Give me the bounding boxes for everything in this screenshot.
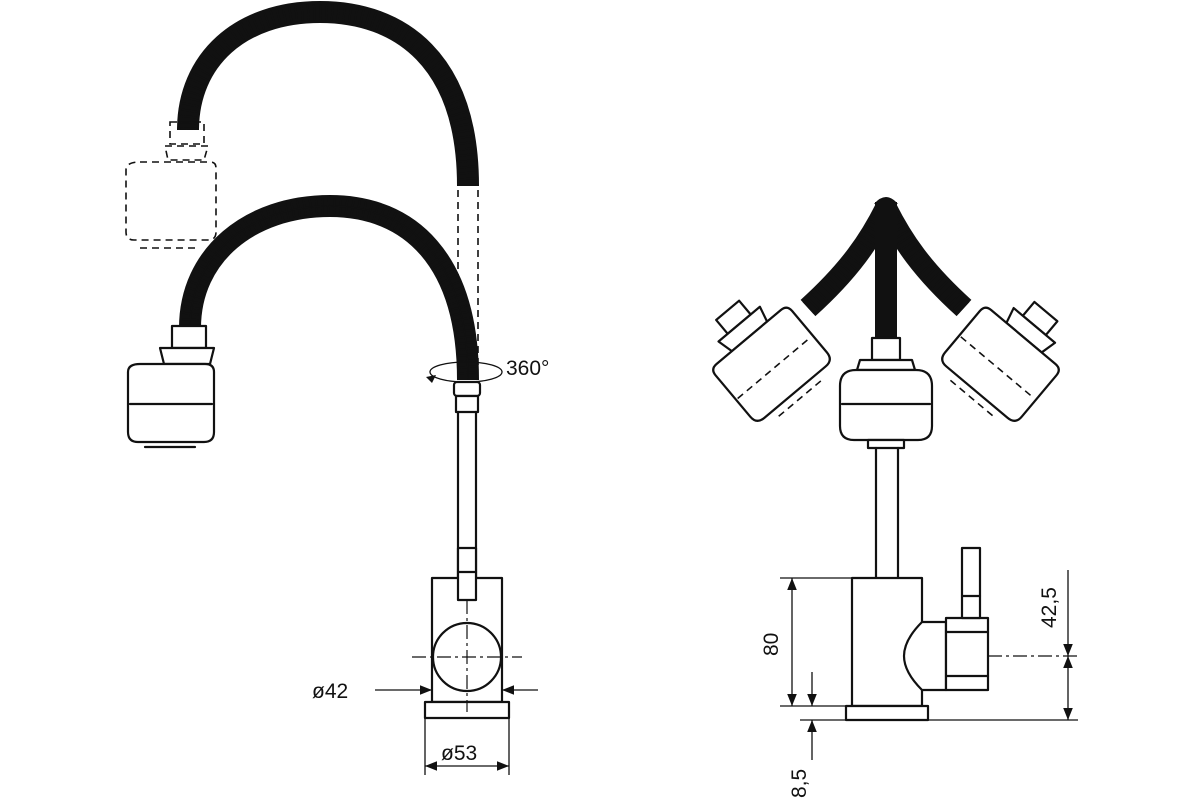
dimension-body-height: 80 [760,577,852,707]
side-view: 360° ø42 ø53 [125,0,549,775]
front-hoses [800,197,972,340]
rotation-label: 360° [506,357,549,380]
front-spout-tube [874,446,900,580]
front-view: 80 8,5 42,5 [712,197,1078,798]
dimension-flange-height: 8,5 [788,672,846,798]
dimension-handle-height: 42,5 [928,570,1078,721]
dimension-base-diameter: ø42 [312,680,538,703]
body-height-label: 80 [760,633,783,656]
sprayer-head [126,324,216,449]
flange-height-label: 8,5 [788,769,811,798]
front-head-center [838,336,934,450]
faucet-body-side [412,546,522,720]
faucet-body-front [844,546,1078,722]
lower-hose [179,194,479,381]
rotation-indicator: 360° [426,357,549,383]
base-diameter-label: ø42 [312,680,348,703]
handle-height-label: 42,5 [1038,587,1061,628]
upper-hose-ghost [125,0,479,370]
front-head-right [941,300,1060,422]
flange-diameter-label: ø53 [441,742,477,765]
dimension-flange-diameter: ø53 [424,718,510,775]
front-head-left [712,299,831,422]
